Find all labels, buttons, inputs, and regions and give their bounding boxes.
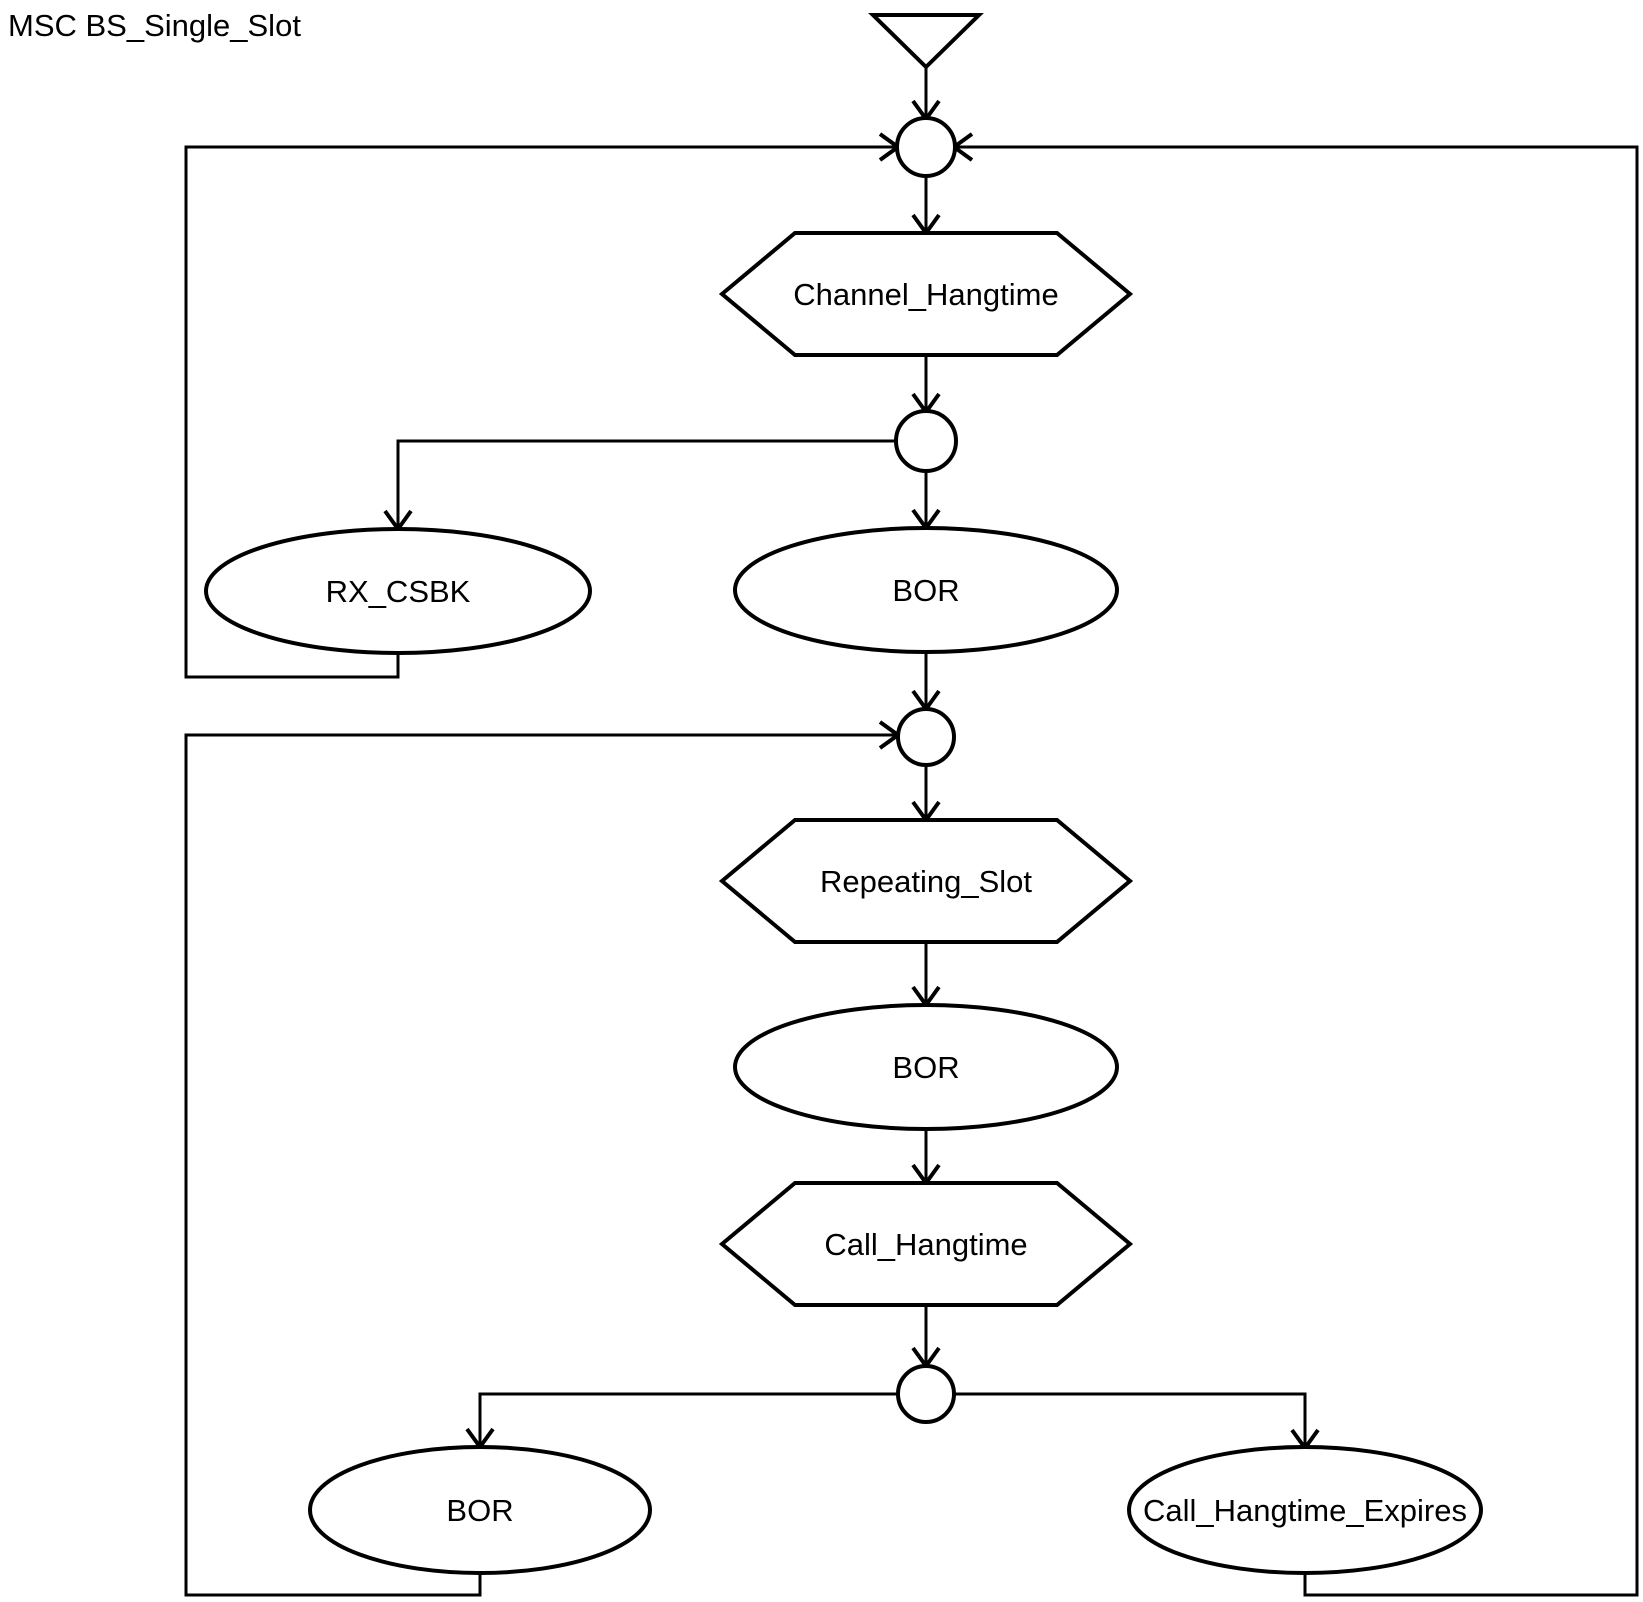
connector-circle-branch: [894, 409, 958, 473]
state-hexagon: [718, 818, 1134, 944]
event-ellipse: [308, 1445, 652, 1575]
state-call-hangtime: Call_Hangtime: [718, 1181, 1134, 1307]
state-label: Channel_Hangtime: [793, 277, 1058, 312]
diagram-title: MSC BS_Single_Slot: [8, 8, 301, 43]
event-bor-middle: BOR: [733, 1003, 1119, 1131]
connector-circle-top: [895, 116, 957, 178]
edge-rx-csbk-loop-to-top-connector: [184, 132, 902, 679]
event-ellipse: [204, 527, 592, 655]
edge-call-hangtime-expires-loop-to-top-connector: [950, 132, 1639, 1597]
event-label: BOR: [892, 573, 959, 608]
event-ellipse: [1127, 1445, 1483, 1575]
event-label: Call_Hangtime_Expires: [1143, 1493, 1467, 1528]
event-ellipse: [733, 1003, 1119, 1131]
event-label: RX_CSBK: [326, 574, 471, 609]
state-label: Repeating_Slot: [820, 864, 1032, 899]
event-rx-csbk: RX_CSBK: [204, 527, 592, 655]
edge-bottom-connector-to-call-hangtime-expires: [954, 1392, 1320, 1452]
edge-branch-to-rx-csbk: [383, 439, 897, 533]
event-label: BOR: [446, 1493, 513, 1528]
connector-circle-bottom: [896, 1364, 956, 1424]
start-triangle-icon: [868, 13, 984, 70]
state-repeating-slot: Repeating_Slot: [718, 818, 1134, 944]
state-label: Call_Hangtime: [824, 1227, 1027, 1262]
connector-circle-middle: [896, 707, 956, 767]
nodes: Channel_Hangtime RX_CSBK BOR Repeating_S…: [204, 13, 1483, 1575]
state-channel-hangtime: Channel_Hangtime: [718, 231, 1134, 357]
edge-bor-bottom-loop-to-middle-connector: [184, 720, 902, 1597]
edge-bottom-connector-to-bor-bottom: [465, 1392, 898, 1451]
event-label: BOR: [892, 1050, 959, 1085]
event-call-hangtime-expires: Call_Hangtime_Expires: [1127, 1445, 1483, 1575]
event-bor-bottom: BOR: [308, 1445, 652, 1575]
state-hexagon: [718, 1181, 1134, 1307]
event-bor-top: BOR: [733, 526, 1119, 654]
state-hexagon: [718, 231, 1134, 357]
connectors: [184, 67, 1639, 1597]
event-ellipse: [733, 526, 1119, 654]
